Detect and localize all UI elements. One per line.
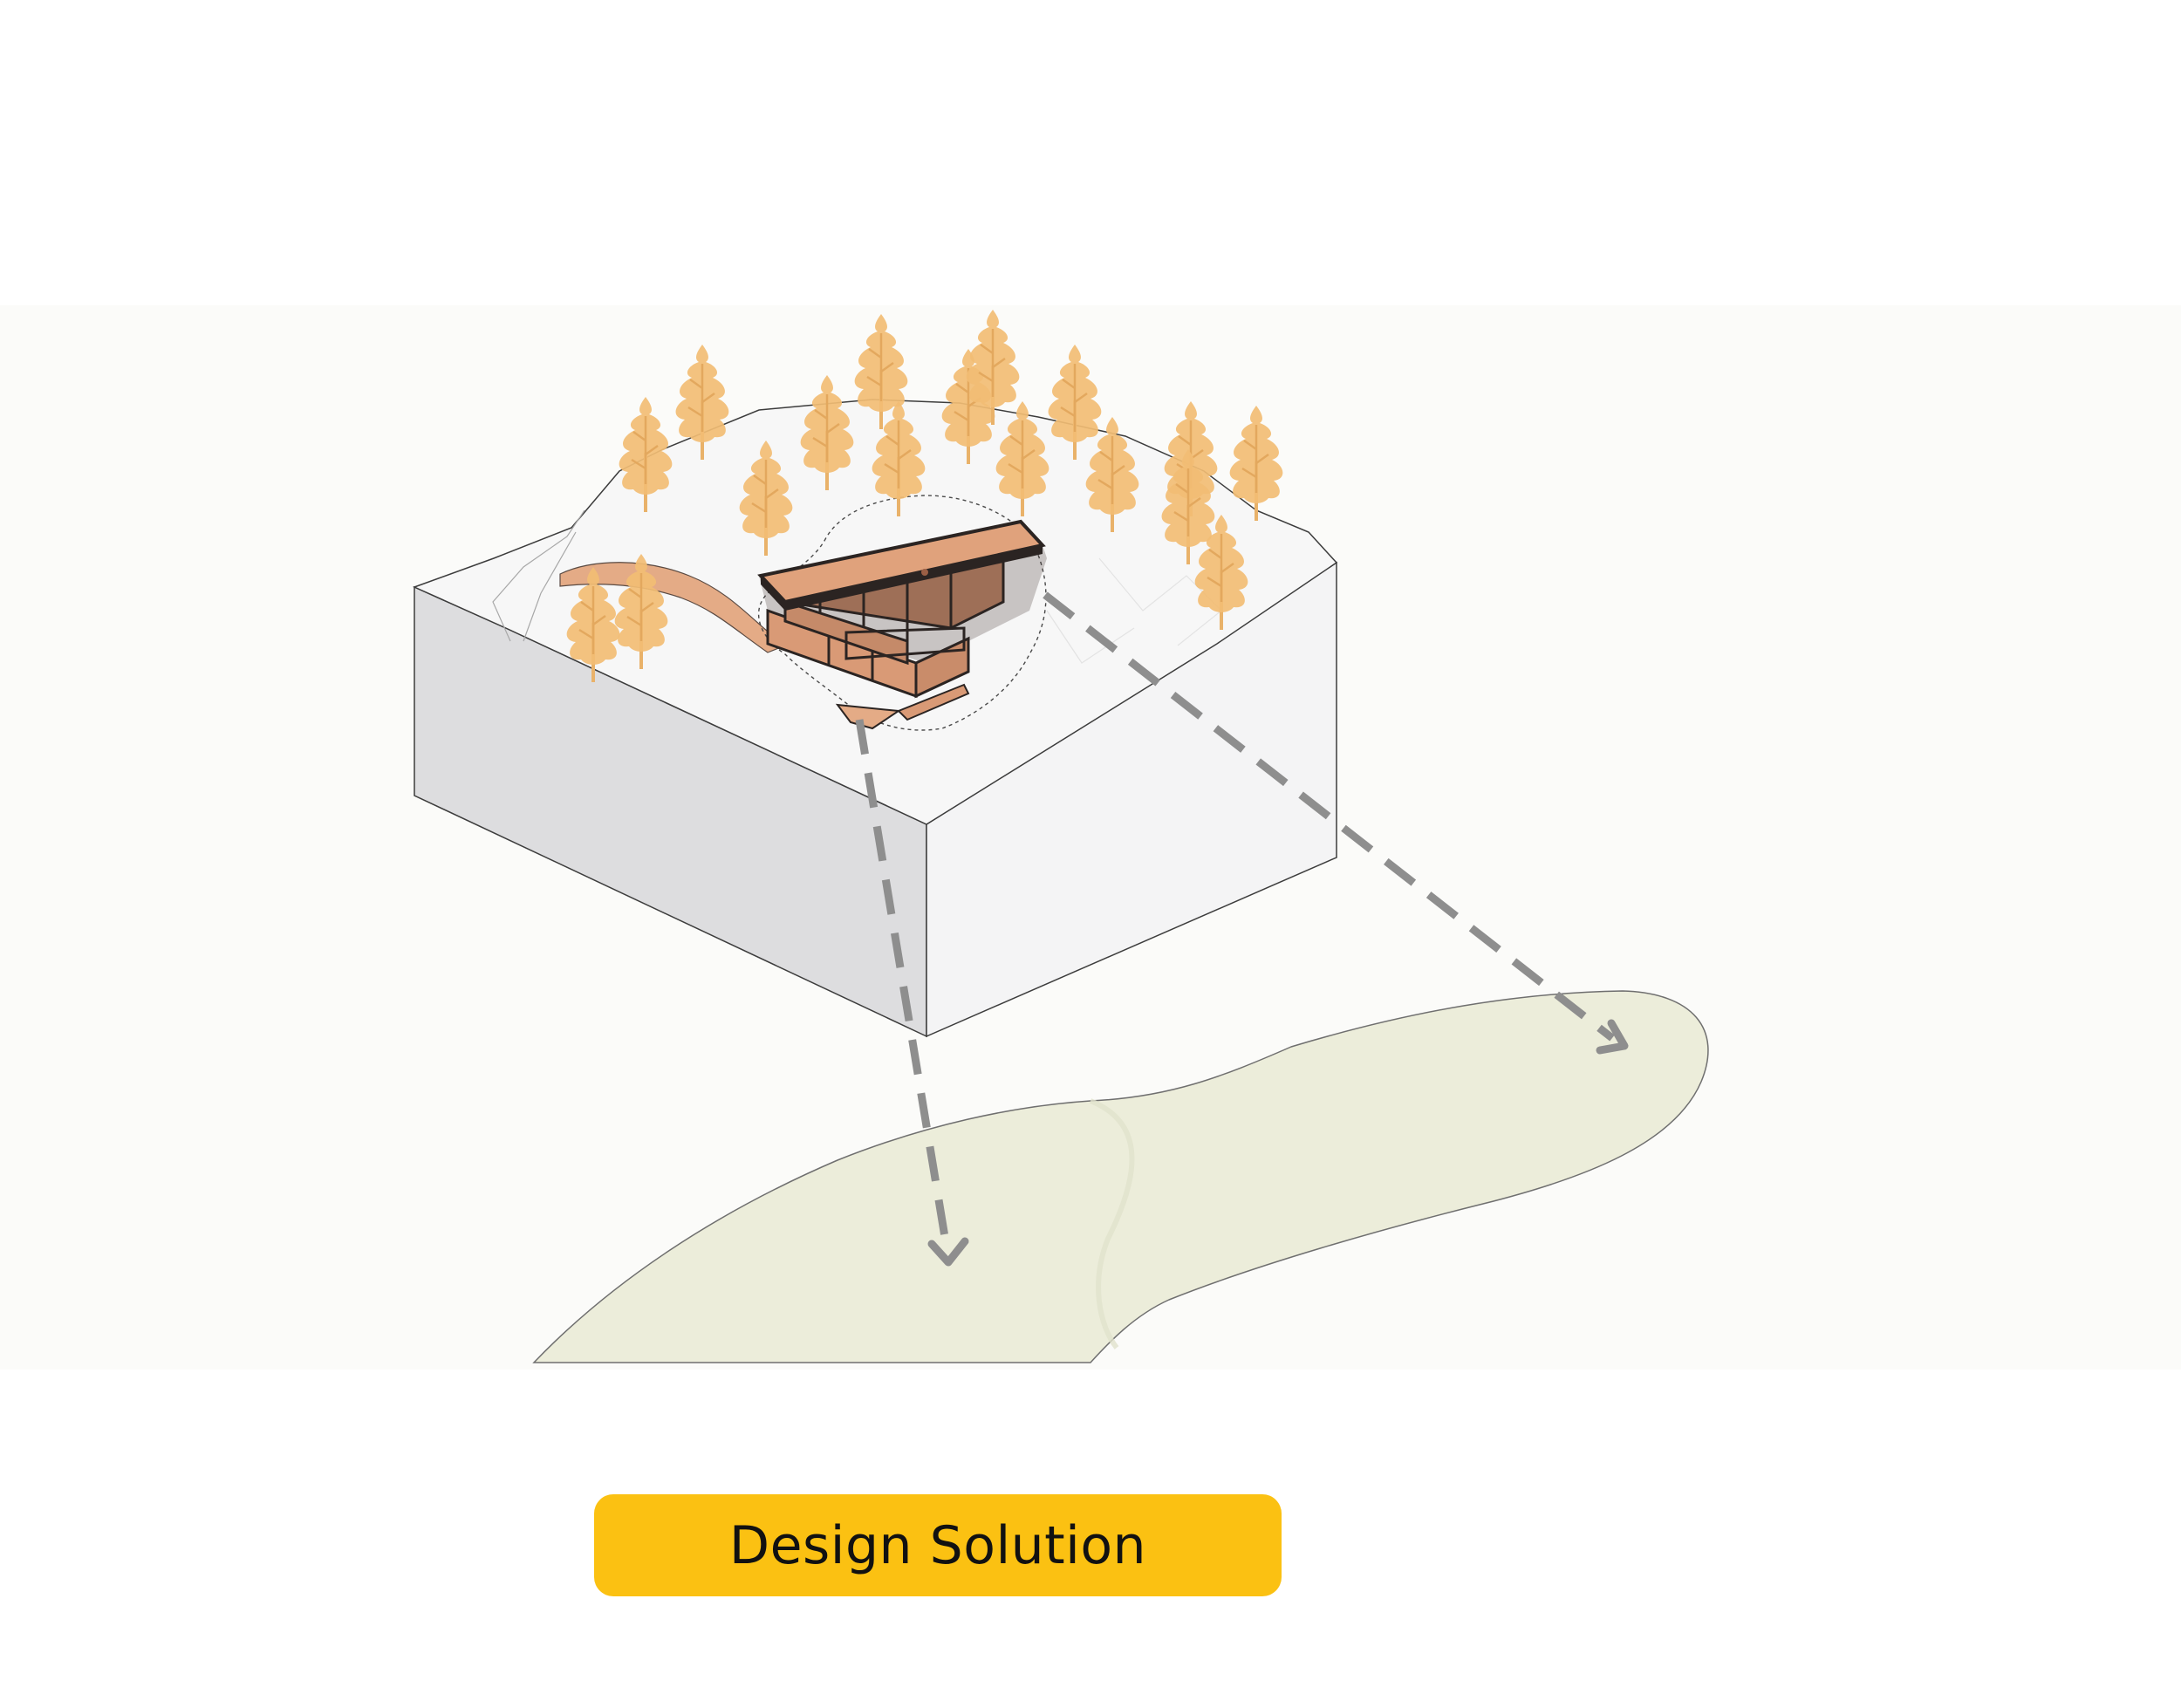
label-text: Design Solution	[729, 1515, 1146, 1576]
design-solution-label: Design Solution	[594, 1494, 1282, 1596]
